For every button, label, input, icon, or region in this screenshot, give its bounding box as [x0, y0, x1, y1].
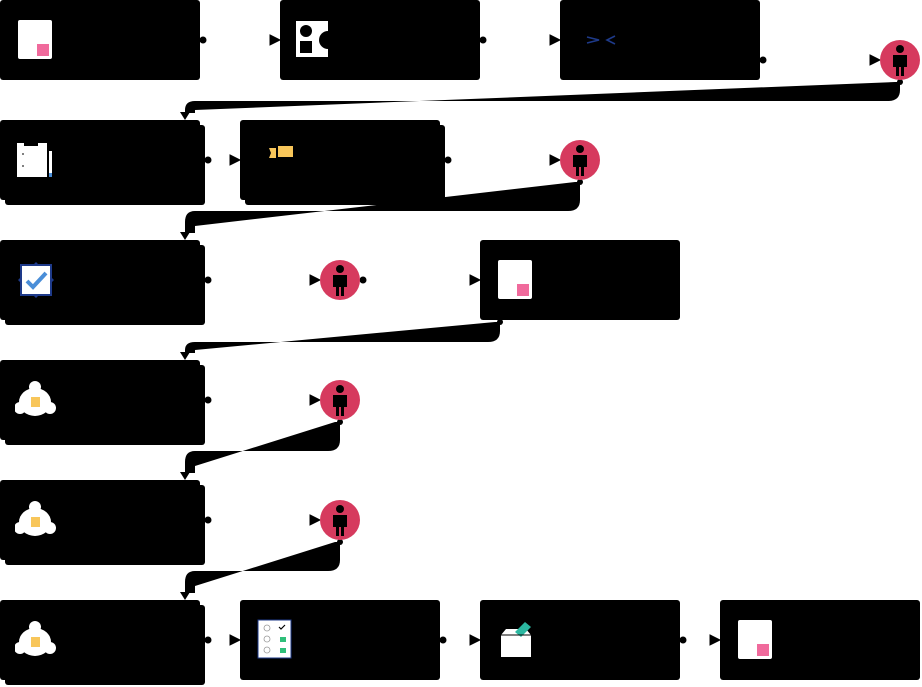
connector-dot: [199, 36, 207, 44]
connector-dot: [204, 516, 212, 524]
person-icon: [333, 385, 347, 416]
arrowhead: [549, 34, 562, 46]
step-node: [0, 240, 200, 320]
arrowhead: [549, 154, 562, 166]
step-node: [240, 600, 440, 680]
cloud-note-icon: [15, 501, 56, 536]
actor-node: [880, 40, 920, 80]
actor-node: [320, 260, 360, 300]
arrowhead: [709, 634, 722, 646]
shapes-icon: [296, 21, 337, 57]
step-node: [0, 600, 200, 680]
step-node: [0, 360, 200, 440]
document-icon: [498, 260, 532, 299]
wrap-connector: [185, 82, 900, 113]
person-icon: [893, 45, 907, 76]
connector-dot: [204, 156, 212, 164]
arrowhead: [180, 112, 190, 120]
step-node: [480, 600, 680, 680]
arrowhead: [309, 514, 322, 526]
arrowhead: [469, 634, 482, 646]
wrap-connector: [185, 322, 500, 353]
document-icon: [18, 20, 52, 59]
arrowhead: [269, 34, 282, 46]
connector-dot: [577, 179, 583, 185]
code-icon: [586, 35, 616, 45]
arrowhead: [309, 274, 322, 286]
arrowhead: [309, 394, 322, 406]
connector-dot: [479, 36, 487, 44]
connector-dot: [337, 539, 343, 545]
arrowhead: [229, 634, 242, 646]
approval-stamp-icon: [18, 262, 54, 298]
cloud-note-icon: [15, 621, 56, 656]
connector-dot: [439, 636, 447, 644]
step-node: [0, 120, 200, 200]
arrowhead: [229, 154, 242, 166]
tag-icon: [269, 146, 293, 158]
step-node: [0, 480, 200, 560]
connector-dot: [497, 319, 503, 325]
connector-dot: [759, 56, 767, 64]
connector-dot: [679, 636, 687, 644]
inbox-icon: [501, 622, 531, 657]
step-node: [280, 0, 480, 80]
connector-dot: [204, 636, 212, 644]
arrowhead: [469, 274, 482, 286]
arrowhead: [869, 54, 882, 66]
step-node: [480, 240, 680, 320]
connector-dot: [897, 79, 903, 85]
person-icon: [333, 505, 347, 536]
person-icon: [333, 265, 347, 296]
actor-node: [560, 140, 600, 180]
document-icon: [738, 620, 772, 659]
connector-dot: [337, 419, 343, 425]
connector-dot: [204, 396, 212, 404]
actor-node: [320, 380, 360, 420]
step-node: [560, 0, 760, 80]
wrap-connector: [185, 182, 580, 233]
clipboard-icon: [17, 140, 52, 177]
connector-dot: [359, 276, 367, 284]
arrowhead: [180, 472, 190, 480]
actor-node: [320, 500, 360, 540]
arrowhead: [180, 352, 190, 360]
wrap-connector: [185, 542, 340, 593]
wrap-connector: [185, 422, 340, 473]
step-node: [0, 0, 200, 80]
cloud-note-icon: [15, 381, 56, 416]
arrowhead: [180, 232, 190, 240]
connector-dot: [204, 276, 212, 284]
arrowhead: [180, 592, 190, 600]
step-node: [720, 600, 920, 680]
connector-dot: [444, 156, 452, 164]
step-node: [240, 120, 440, 200]
person-icon: [573, 145, 587, 176]
checklist-icon: [257, 619, 292, 659]
